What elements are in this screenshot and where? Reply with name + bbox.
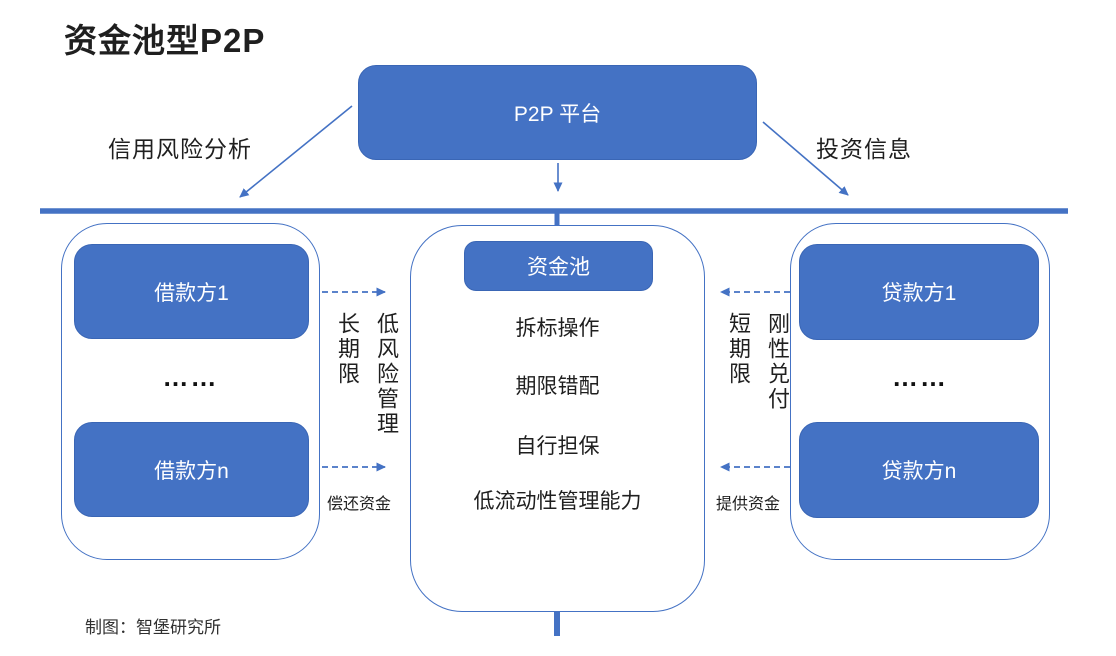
edge-label-investment-info: 投资信息	[816, 136, 912, 162]
footer-credit: 制图：智堡研究所	[85, 618, 221, 637]
borrowers-ellipsis: ……	[162, 362, 219, 392]
pool-item-self-guarantee: 自行担保	[515, 435, 600, 458]
lenders-ellipsis: ……	[892, 362, 948, 392]
arrow-platform-to-borrowers	[239, 105, 353, 198]
capital-pool-container: 资金池 拆标操作 期限错配 自行担保 低流动性管理能力	[410, 225, 705, 612]
node-lender-n-label: 贷款方n	[881, 460, 957, 483]
node-lender-n: 贷款方n	[799, 422, 1039, 518]
label-provide-funds: 提供资金	[716, 496, 781, 513]
pool-item-maturity-mismatch: 期限错配	[515, 375, 600, 398]
node-lender-1-label: 贷款方1	[881, 282, 957, 305]
node-p2p-platform-label: P2P 平台	[513, 102, 602, 126]
node-borrower-1: 借款方1	[74, 244, 309, 339]
node-capital-pool-label: 资金池	[527, 256, 590, 279]
right-flow-vertical-labels: 短期限 刚性兑付	[722, 312, 793, 412]
label-rigid-payment: 刚性兑付	[765, 312, 790, 412]
borrowers-container: 借款方1 …… 借款方n	[61, 223, 320, 560]
left-flow-vertical-labels: 长期限 低风险管理	[331, 312, 402, 437]
pool-item-low-liquidity-management: 低流动性管理能力	[473, 490, 642, 513]
node-lender-1: 贷款方1	[799, 244, 1039, 340]
node-borrower-1-label: 借款方1	[154, 281, 229, 305]
label-repay-funds: 偿还资金	[327, 496, 392, 513]
page-title: 资金池型P2P	[64, 22, 266, 59]
lenders-container: 贷款方1 …… 贷款方n	[790, 223, 1050, 560]
node-p2p-platform: P2P 平台	[358, 65, 757, 160]
node-capital-pool: 资金池	[464, 241, 653, 291]
label-short-term: 短期限	[726, 312, 751, 387]
node-borrower-n-label: 借款方n	[154, 459, 229, 483]
label-long-term: 长期限	[335, 312, 360, 387]
pool-item-bid-splitting: 拆标操作	[515, 317, 600, 340]
node-borrower-n: 借款方n	[74, 422, 309, 517]
label-low-risk-management: 低风险管理	[374, 312, 399, 437]
edge-label-credit-risk-analysis: 信用风险分析	[108, 136, 252, 162]
